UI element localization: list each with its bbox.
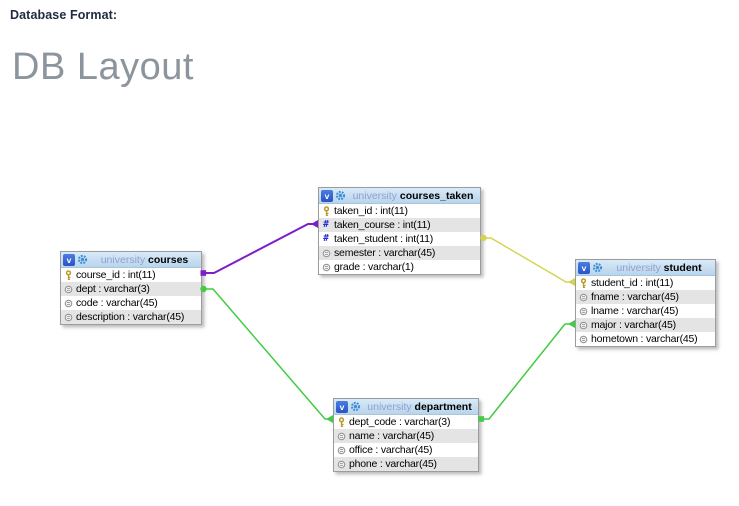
column-text: lname : varchar(45): [591, 305, 679, 317]
table-title: university courses_taken: [348, 190, 478, 202]
primary-key-icon: [336, 416, 346, 428]
column-icon: [578, 293, 588, 302]
column-text: dept_code : varchar(3): [349, 416, 451, 428]
page-title: DB Layout: [12, 46, 194, 88]
table-header-student: v university student: [576, 260, 715, 276]
column-row-student-hometown: hometown : varchar(45): [576, 332, 715, 346]
column-text: code : varchar(45): [76, 297, 158, 309]
table-header-courses_taken: v university courses_taken: [319, 188, 480, 204]
schema-name: university: [616, 261, 661, 274]
table-toggle-icon: v: [578, 261, 590, 274]
table-student: v university student student_id : int(11) f…: [575, 259, 716, 347]
column-row-department-name: name : varchar(45): [334, 429, 478, 443]
table-name: courses_taken: [399, 189, 474, 202]
column-text: taken_course : int(11): [334, 219, 431, 231]
table-title: university department: [363, 401, 476, 413]
column-text: taken_student : int(11): [334, 233, 434, 245]
section-label: Database Format:: [10, 8, 118, 22]
column-row-courses_taken-taken_course: # taken_course : int(11): [319, 218, 480, 232]
column-row-department-dept_code: dept_code : varchar(3): [334, 415, 478, 429]
column-text: student_id : int(11): [591, 277, 674, 289]
table-courses_taken: v university courses_taken taken_id : int(…: [318, 187, 481, 275]
table-department: v university department dept_code : varcha…: [333, 398, 479, 472]
column-row-courses_taken-grade: grade : varchar(1): [319, 260, 480, 274]
column-text: grade : varchar(1): [334, 261, 414, 273]
column-text: name : varchar(45): [349, 430, 435, 442]
column-row-courses_taken-taken_student: # taken_student : int(11): [319, 232, 480, 246]
column-icon: [63, 313, 73, 322]
gear-icon: [77, 254, 88, 265]
column-text: course_id : int(11): [76, 269, 156, 281]
gear-icon: [350, 401, 361, 412]
column-icon: [63, 285, 73, 294]
column-row-courses-code: code : varchar(45): [61, 296, 201, 310]
column-icon: [63, 299, 73, 308]
table-header-courses: v university courses: [61, 252, 201, 268]
schema-name: university: [100, 253, 146, 266]
primary-key-icon: [321, 205, 331, 217]
primary-key-icon: [63, 269, 73, 281]
column-icon: [321, 249, 331, 258]
gear-icon: [592, 262, 603, 273]
column-text: hometown : varchar(45): [591, 333, 698, 345]
table-header-department: v university department: [334, 399, 478, 415]
column-row-student-student_id: student_id : int(11): [576, 276, 715, 290]
column-row-courses-description: description : varchar(45): [61, 310, 201, 324]
column-row-courses_taken-taken_id: taken_id : int(11): [319, 204, 480, 218]
column-icon: [578, 335, 588, 344]
schema-name: university: [352, 189, 397, 202]
table-name: courses: [148, 253, 189, 266]
column-row-courses_taken-semester: semester : varchar(45): [319, 246, 480, 260]
table-toggle-icon: v: [63, 253, 75, 266]
column-text: major : varchar(45): [591, 319, 676, 331]
primary-key-icon: [578, 277, 588, 289]
column-text: fname : varchar(45): [591, 291, 679, 303]
column-row-courses-dept: dept : varchar(3): [61, 282, 201, 296]
column-text: semester : varchar(45): [334, 247, 436, 259]
gear-icon: [335, 190, 346, 201]
column-row-courses-course_id: course_id : int(11): [61, 268, 201, 282]
table-name: department: [414, 400, 472, 413]
column-row-student-fname: fname : varchar(45): [576, 290, 715, 304]
column-text: office : varchar(45): [349, 444, 433, 456]
column-icon: [578, 307, 588, 316]
table-title: university student: [605, 262, 713, 274]
column-row-student-major: major : varchar(45): [576, 318, 715, 332]
table-title: university courses: [90, 254, 199, 266]
index-icon: #: [323, 233, 329, 244]
table-courses: v university courses course_id : int(11) de…: [60, 251, 202, 325]
column-icon: [336, 446, 346, 455]
column-text: phone : varchar(45): [349, 458, 437, 470]
column-icon: [321, 263, 331, 272]
table-name: student: [663, 261, 702, 274]
column-text: taken_id : int(11): [334, 205, 408, 217]
index-icon: #: [323, 219, 329, 230]
schema-name: university: [367, 400, 412, 413]
table-toggle-icon: v: [336, 400, 348, 413]
column-icon: [578, 321, 588, 330]
column-row-department-phone: phone : varchar(45): [334, 457, 478, 471]
table-toggle-icon: v: [321, 189, 333, 202]
column-text: dept : varchar(3): [76, 283, 150, 295]
column-row-department-office: office : varchar(45): [334, 443, 478, 457]
column-icon: [336, 460, 346, 469]
column-row-student-lname: lname : varchar(45): [576, 304, 715, 318]
column-text: description : varchar(45): [76, 311, 185, 323]
column-icon: [336, 432, 346, 441]
